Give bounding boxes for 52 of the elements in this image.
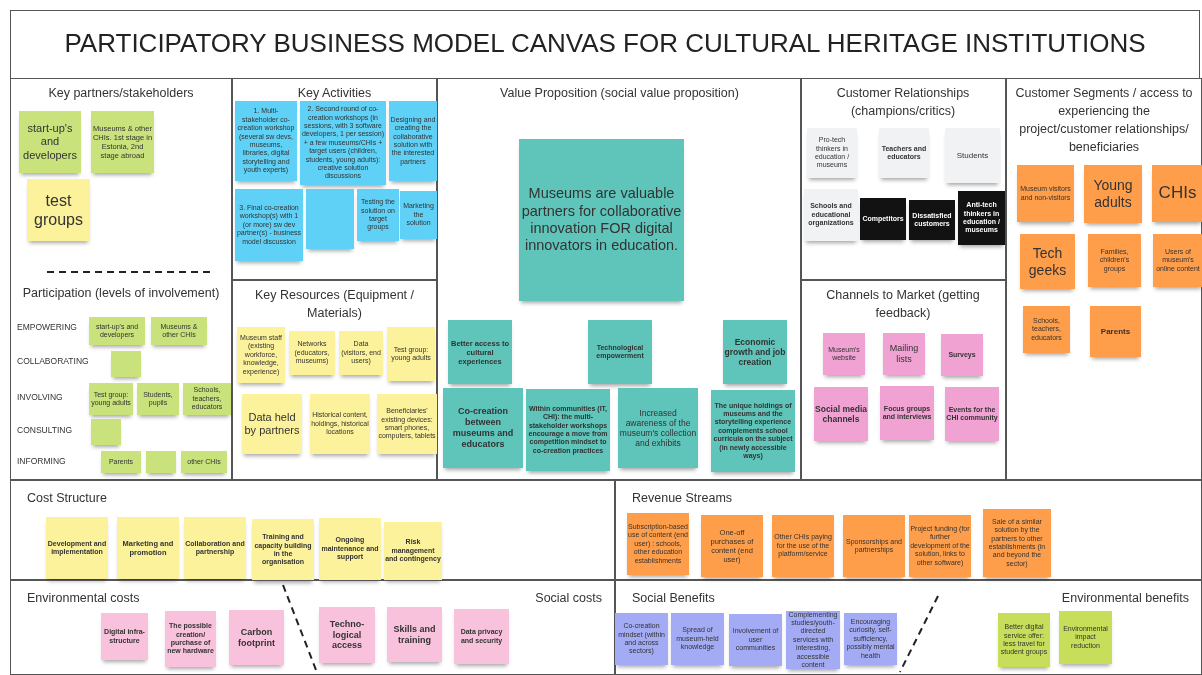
- section-heading: Social costs: [535, 590, 602, 607]
- sticky-note: start-up's and developers: [19, 111, 81, 173]
- sticky-note: [306, 189, 354, 249]
- section-heading: Environmental benefits: [1061, 590, 1189, 607]
- sticky-note: [111, 351, 141, 377]
- sticky-note: Students: [945, 128, 1000, 183]
- section-heading: Key Activities: [296, 85, 373, 102]
- section-heading: Participation (levels of involvement): [21, 285, 221, 302]
- section-heading: Environmental costs: [27, 590, 140, 607]
- sticky-note: test groups: [27, 179, 90, 241]
- canvas-section: [1006, 78, 1202, 480]
- section-heading: Key partners/stakeholders: [47, 85, 195, 102]
- canvas-section: [232, 280, 437, 480]
- section-heading: Channels to Market (getting feedback): [825, 287, 981, 323]
- sticky-note: Techno-logical access: [319, 607, 375, 663]
- canvas-section: [10, 580, 615, 675]
- sticky-note: [91, 419, 121, 445]
- sticky-note: Skills and training: [387, 607, 442, 662]
- sticky-note: Mailing lists: [883, 333, 925, 375]
- section-heading: Revenue Streams: [632, 490, 733, 507]
- section-heading: Key Resources (Equipment / Materials): [253, 287, 416, 323]
- sticky-note: Tech geeks: [1020, 234, 1075, 289]
- sticky-note: Museums are valuable partners for collaborative innovation FOR digital innovators in education.: [519, 139, 684, 301]
- sticky-note: Data held by partners: [242, 394, 302, 454]
- level-label: EMPOWERING: [17, 322, 77, 332]
- sticky-note: Economic growth and job creation: [723, 320, 787, 384]
- canvas-section: [800, 280, 1006, 480]
- sticky-note: Young adults: [1084, 165, 1142, 223]
- sticky-note: Carbon footprint: [229, 610, 284, 665]
- canvas-section: [10, 78, 232, 480]
- canvas-section: [615, 480, 1202, 580]
- section-heading: Customer Segments / access to experiencing the project/customer relationships/ beneficiaries: [1014, 85, 1194, 157]
- sticky-note: Parents: [1090, 306, 1141, 357]
- canvas-section: [800, 78, 1006, 280]
- section-heading: Social Benefits: [632, 590, 715, 607]
- level-label: COLLABORATING: [17, 356, 89, 366]
- level-label: CONSULTING: [17, 425, 73, 435]
- title: PARTICIPATORY BUSINESS MODEL CANVAS FOR CULTURAL HERITAGE INSTITUTIONS: [63, 28, 1147, 59]
- section-heading: Cost Structure: [27, 490, 107, 507]
- canvas-section: [437, 78, 802, 480]
- level-label: INFORMING: [17, 456, 66, 466]
- canvas-section: [615, 580, 1202, 675]
- canvas-section: [10, 480, 615, 580]
- canvas-section: [232, 78, 437, 280]
- level-label: INVOLVING: [17, 392, 63, 402]
- sticky-note: Social media channels: [814, 387, 868, 441]
- sticky-note: Increased awareness of the museum's collection and exhibits: [618, 388, 698, 468]
- sticky-note: Co-creation between museums and educators: [443, 388, 523, 468]
- section-heading: Customer Relationships (champions/critics): [835, 85, 971, 121]
- sticky-note: [146, 451, 176, 473]
- sticky-note: CHIs: [1152, 165, 1202, 222]
- section-heading: Value Proposition (social value proposition): [499, 85, 740, 102]
